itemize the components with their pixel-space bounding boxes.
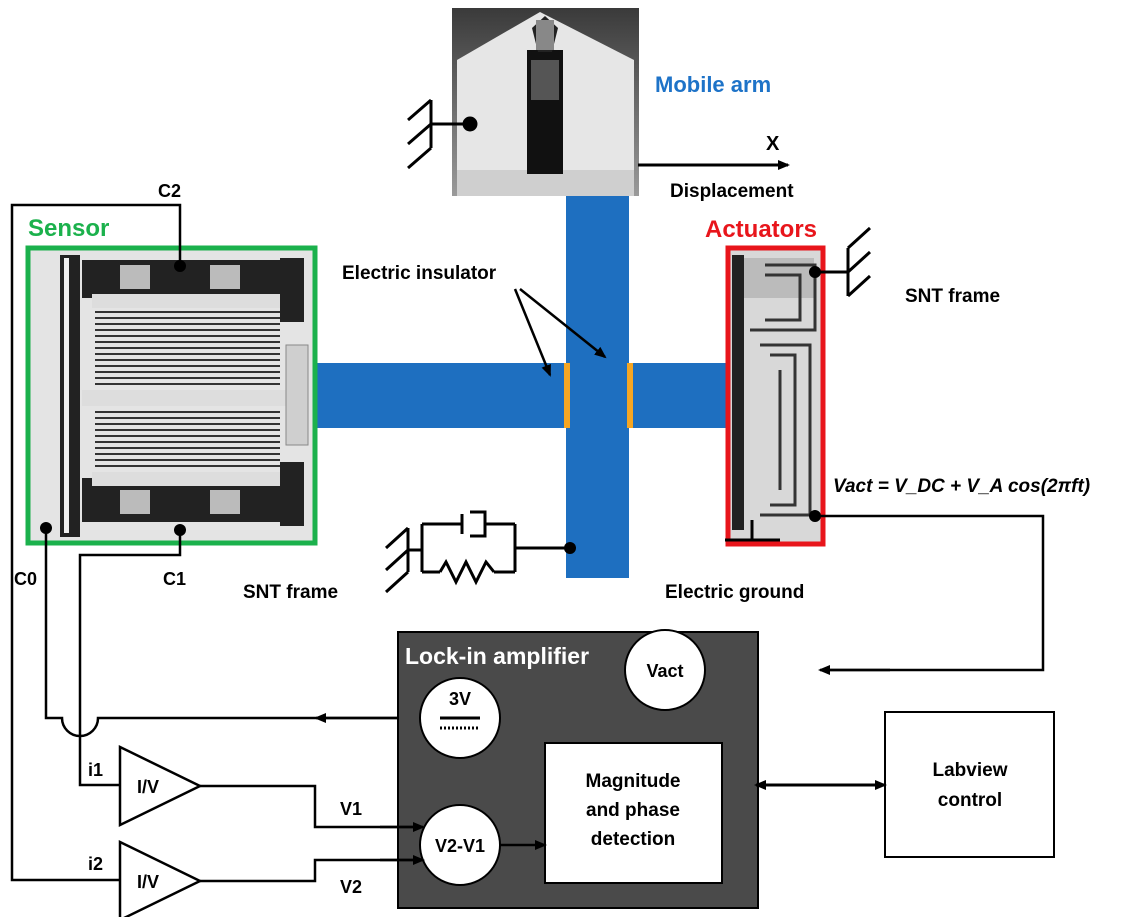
actuator-bottom-node	[809, 510, 821, 522]
magnitude-line2: and phase	[586, 800, 680, 821]
electric-insulator-label: Electric insulator	[342, 263, 497, 284]
mobile-arm-image	[452, 8, 639, 196]
actuator-image	[728, 248, 823, 544]
v1-label: V1	[340, 799, 362, 819]
magnitude-line1: Magnitude	[586, 771, 681, 792]
c0-label: C0	[14, 569, 37, 589]
difference-label: V2-V1	[435, 836, 485, 856]
electric-ground-label: Electric ground	[665, 582, 804, 603]
insulator-left	[564, 363, 570, 428]
three-volt-label: 3V	[449, 689, 471, 709]
lock-in-title: Lock-in amplifier	[405, 643, 589, 669]
c0-node	[40, 522, 52, 534]
iv-bottom-label: I/V	[137, 872, 159, 892]
labview-line2: control	[938, 790, 1002, 811]
labview-line1: Labview	[933, 760, 1008, 781]
i2-label: i2	[88, 854, 103, 874]
blue-beam	[308, 196, 730, 578]
sensor-label: Sensor	[28, 215, 109, 242]
i1-label: i1	[88, 760, 103, 780]
c1-node	[174, 524, 186, 536]
c1-label: C1	[163, 569, 186, 589]
vact-wire	[815, 516, 1043, 670]
sensor-image	[28, 248, 315, 543]
iv-top-label: I/V	[137, 777, 159, 797]
vact-source-label: Vact	[646, 661, 683, 681]
insulator-right	[627, 363, 633, 428]
spring-damper-node	[564, 542, 576, 554]
v1-wire	[200, 786, 420, 827]
insulator-arrow-left	[515, 289, 550, 375]
x-axis-label: X	[766, 133, 780, 155]
actuator-top-node	[809, 266, 821, 278]
iv-amplifier-top	[120, 747, 200, 825]
c0-wire	[46, 528, 420, 736]
iv-amplifier-bottom	[120, 842, 200, 917]
magnitude-line3: detection	[591, 829, 675, 850]
mobile-arm-label: Mobile arm	[655, 72, 771, 97]
spring-damper	[386, 512, 570, 592]
actuators-label: Actuators	[705, 216, 817, 243]
snt-frame-left-label: SNT frame	[243, 582, 338, 603]
c2-node	[174, 260, 186, 272]
displacement-label: Displacement	[670, 181, 794, 202]
v2-wire	[200, 860, 420, 881]
c2-label: C2	[158, 181, 181, 201]
vact-equation: Vact = V_DC + V_A cos(2πft)	[833, 476, 1090, 497]
labview-box	[885, 712, 1054, 857]
snt-frame-right-label: SNT frame	[905, 286, 1000, 307]
v2-label: V2	[340, 877, 362, 897]
